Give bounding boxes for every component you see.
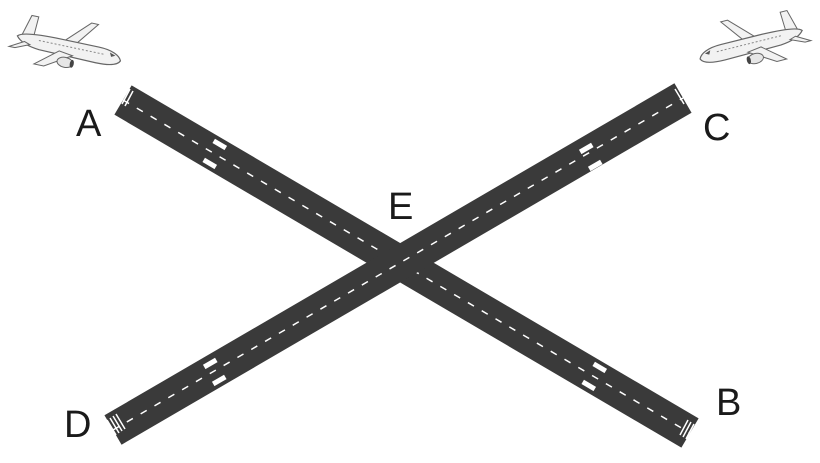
label-d: D bbox=[64, 404, 91, 446]
label-c: C bbox=[703, 107, 730, 149]
label-e: E bbox=[388, 186, 413, 228]
airplane-icon bbox=[699, 9, 813, 65]
airplane-icon bbox=[7, 14, 122, 69]
label-a: A bbox=[76, 103, 102, 145]
runway-d-c bbox=[104, 82, 694, 445]
label-b: B bbox=[716, 382, 741, 424]
